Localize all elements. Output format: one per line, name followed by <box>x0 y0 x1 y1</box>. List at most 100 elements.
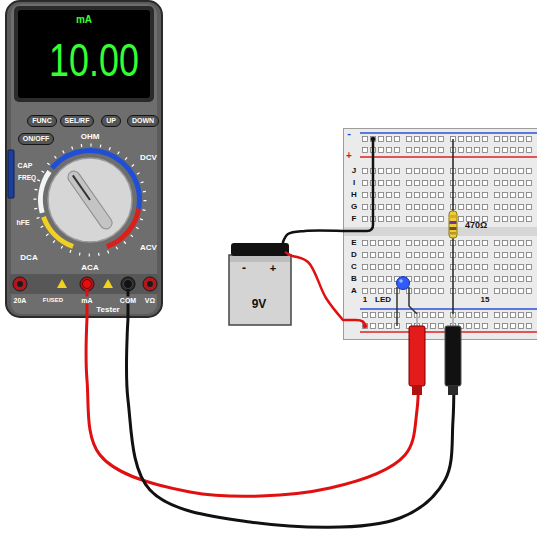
jack-volt-ohm <box>143 277 157 291</box>
meter-button: DOWN <box>127 115 159 127</box>
red-plug <box>83 280 92 289</box>
battery-body <box>229 255 291 325</box>
row-letter: E <box>351 239 356 247</box>
power-button: ON/OFF <box>18 133 54 145</box>
dial-grip <box>66 169 115 232</box>
lcd-display: mA 10.00 <box>18 10 150 98</box>
warning-triangle <box>103 279 113 288</box>
range-label: ACA <box>81 264 98 272</box>
reading-value: 10.00 <box>49 37 139 83</box>
range-label: DCV <box>140 154 157 162</box>
resistor-band <box>450 232 457 235</box>
red-probe-neck <box>412 386 422 395</box>
dial-arc-blue <box>20 130 159 269</box>
row-letter: A <box>351 287 357 295</box>
jack-panel <box>9 274 159 294</box>
button-label: UP <box>106 117 116 124</box>
led-lead <box>396 287 398 326</box>
led-lead <box>409 287 417 320</box>
dial-knob <box>48 158 132 242</box>
jack-hole <box>17 281 23 287</box>
rail-sign: + <box>346 151 352 161</box>
black-plug <box>124 280 133 289</box>
resistor-band <box>450 221 457 224</box>
rail-holes <box>362 136 537 153</box>
breadboard: -+JIHGFEDCBA115 <box>343 128 537 340</box>
row-letter: I <box>353 179 355 187</box>
test-lead <box>86 318 418 496</box>
jack-ma <box>80 277 94 291</box>
voltage-label: 9V <box>252 298 267 310</box>
meter-button: SEL/RF <box>60 115 95 127</box>
black-wire-stub <box>343 139 373 231</box>
terminal-label: VΩ <box>145 297 155 304</box>
test-lead <box>127 318 454 527</box>
row-letter: H <box>351 191 357 199</box>
wire-end <box>363 324 368 329</box>
jack-hole <box>147 281 153 287</box>
black-probe <box>445 326 461 386</box>
jack-com <box>121 277 135 291</box>
button-label: ON/OFF <box>23 135 49 142</box>
probe-tip <box>452 314 454 327</box>
terminal-label: mA <box>79 297 94 304</box>
row-letter: B <box>351 275 357 283</box>
row-letter: G <box>351 203 357 211</box>
terminal-sign: + <box>270 263 276 274</box>
led-highlight <box>399 279 403 283</box>
battery-art <box>228 242 292 326</box>
battery-clip <box>231 243 289 256</box>
probe-tip <box>416 314 418 327</box>
range-label: OHM <box>81 133 100 141</box>
range-label: FREQ <box>18 175 36 182</box>
resistor-band <box>450 227 457 230</box>
dial-arc-white <box>29 139 150 260</box>
red-probe <box>409 326 425 386</box>
breadboard-art <box>343 128 537 340</box>
button-label: DOWN <box>132 117 154 124</box>
dial-pointer <box>73 175 90 200</box>
dial-grip-group <box>66 169 115 232</box>
dial-ticks <box>35 145 145 255</box>
meter-body <box>6 1 162 317</box>
resistor-symbol <box>449 211 457 238</box>
warning-triangle <box>57 279 67 288</box>
led-symbol <box>397 277 410 290</box>
battery-wire <box>283 231 343 242</box>
jack-20a <box>13 277 27 291</box>
meter-button: UP <box>101 115 121 127</box>
multimeter: OHMDCVACVCAPFREQhFEDCAACA20AFUSEDmACOMVΩ… <box>5 0 163 318</box>
resistor-band <box>450 215 457 218</box>
row-letter: F <box>352 215 357 223</box>
row-letter: J <box>352 167 356 175</box>
meter-face <box>11 4 157 314</box>
row-letter: D <box>351 251 357 259</box>
dial-arc-yellow <box>27 137 154 264</box>
black-wire-stub <box>282 242 285 249</box>
brand-label: Tester <box>96 306 119 314</box>
capacitor-socket <box>8 150 14 198</box>
button-label: FUNC <box>32 117 51 124</box>
battery-top-band <box>230 256 290 262</box>
breadboard-body <box>344 129 537 340</box>
terminal-holes <box>362 240 537 294</box>
meter-button: FUNC <box>27 115 56 127</box>
battery: - +9V <box>228 242 292 326</box>
unit-label: mA <box>76 15 92 25</box>
terminal-sign: - <box>242 262 246 274</box>
battery-wire <box>292 256 343 320</box>
component-label: LED <box>375 296 391 304</box>
red-wire-stub <box>343 320 365 326</box>
dial-arc-red <box>33 143 148 258</box>
terminal-label: 20A <box>14 297 27 304</box>
black-probe-neck <box>448 386 458 395</box>
button-label: SEL/RF <box>65 117 90 124</box>
range-label: hFE <box>16 219 29 226</box>
terminal-label: COM <box>118 297 138 304</box>
fuse-note: FUSED <box>43 297 63 303</box>
display-bezel <box>14 6 154 102</box>
rail-sign: - <box>347 128 351 139</box>
resistor-value: 470Ω <box>465 221 487 230</box>
